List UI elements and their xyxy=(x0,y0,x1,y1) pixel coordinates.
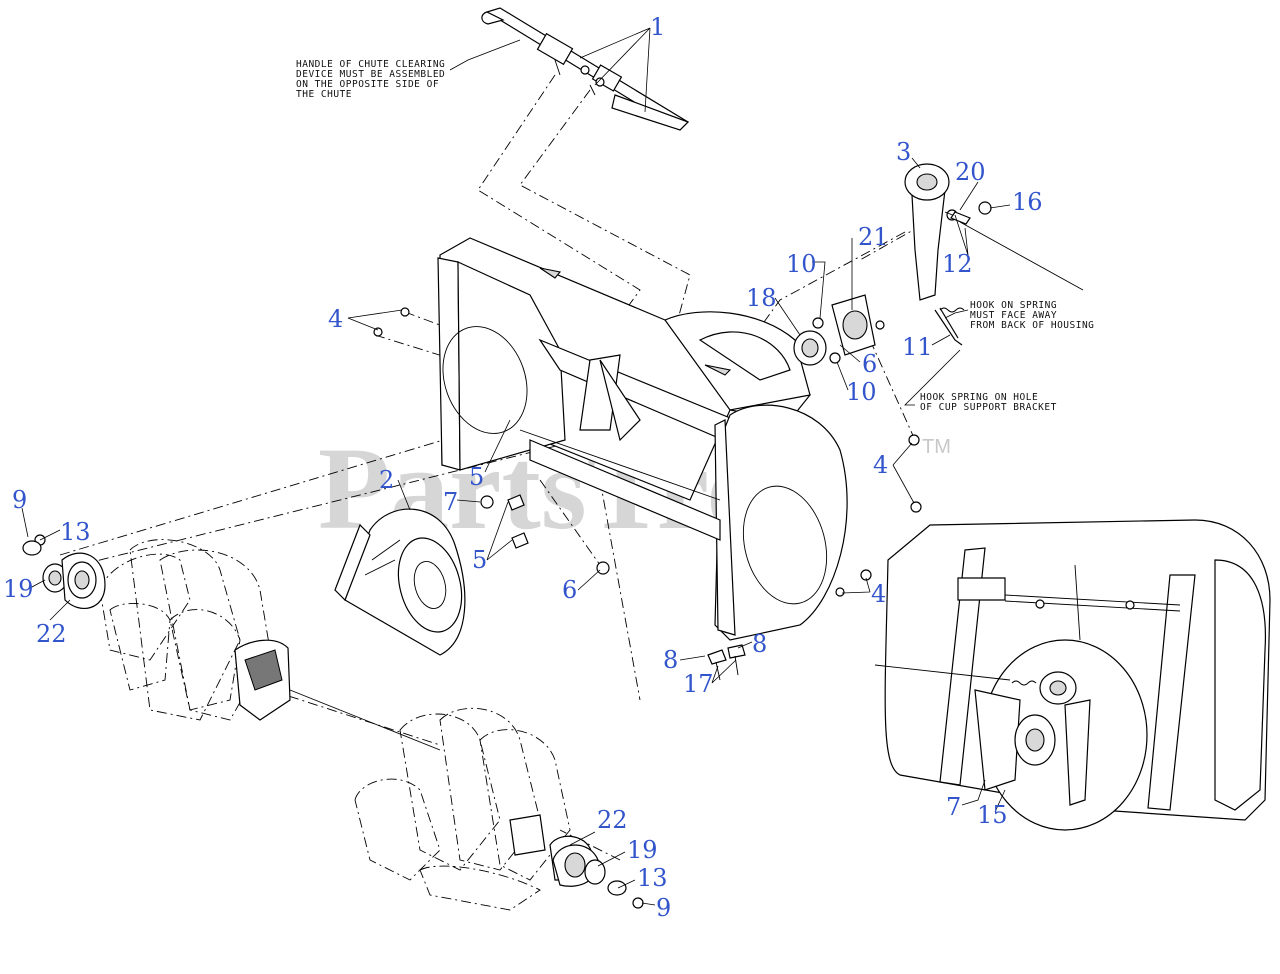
note-chute-line-2: DEVICE MUST BE ASSEMBLED xyxy=(296,69,445,80)
note-spring-face-line-2: MUST FACE AWAY xyxy=(970,310,1057,321)
callout-1: 1 xyxy=(650,13,665,41)
left-hub-parts xyxy=(22,534,106,609)
note-spring-hole-line-2: OF CUP SUPPORT BRACKET xyxy=(920,402,1057,413)
callout-5-upper: 5 xyxy=(469,463,484,491)
note-chute-line-3: ON THE OPPOSITE SIDE OF xyxy=(296,79,439,90)
callout-2: 2 xyxy=(379,466,394,494)
callout-11: 11 xyxy=(902,333,933,361)
callout-22-right: 22 xyxy=(597,806,628,834)
note-spring-hook-hole: HOOK SPRING ON HOLE OF CUP SUPPORT BRACK… xyxy=(904,349,1057,413)
watermark-trademark: TM xyxy=(922,436,951,458)
callout-10-lower: 10 xyxy=(846,378,877,406)
note-chute-line-4: THE CHUTE xyxy=(296,89,352,100)
note-chute-handle: HANDLE OF CHUTE CLEARING DEVICE MUST BE … xyxy=(296,39,521,100)
callout-12: 12 xyxy=(942,250,973,278)
callout-leaders xyxy=(21,27,1011,906)
callout-10-upper: 10 xyxy=(786,250,817,278)
callout-4-lower-right: 4 xyxy=(871,580,886,608)
callout-3: 3 xyxy=(896,138,911,166)
callout-8-left: 8 xyxy=(663,646,678,674)
note-chute-line-1: HANDLE OF CHUTE CLEARING xyxy=(296,59,445,70)
small-hardware xyxy=(480,434,922,681)
callout-21: 21 xyxy=(858,223,889,251)
callout-13-left: 13 xyxy=(60,518,91,546)
bearing-plate-parts xyxy=(373,294,885,366)
callout-22-left: 22 xyxy=(36,620,67,648)
callout-6-upper: 6 xyxy=(862,350,877,378)
callout-9-left: 9 xyxy=(12,486,27,514)
rear-housing-inset xyxy=(874,519,1271,831)
callout-15: 15 xyxy=(977,801,1008,829)
callout-19-left: 19 xyxy=(3,575,34,603)
chute-clearing-tool xyxy=(481,7,690,131)
note-spring-hole-line-1: HOOK SPRING ON HOLE xyxy=(920,392,1038,403)
left-auger-assembly xyxy=(99,539,441,751)
note-spring-hook-face: HOOK ON SPRING MUST FACE AWAY FROM BACK … xyxy=(944,300,1094,331)
note-spring-face-line-3: FROM BACK OF HOUSING xyxy=(970,320,1094,331)
callout-18: 18 xyxy=(746,284,777,312)
auger-housing xyxy=(437,237,848,641)
callout-5-lower: 5 xyxy=(472,546,487,574)
callout-20: 20 xyxy=(955,158,986,186)
callout-17: 17 xyxy=(683,670,714,698)
callout-16: 16 xyxy=(1012,188,1043,216)
right-hub-parts xyxy=(552,844,644,909)
note-spring-face-line-1: HOOK ON SPRING xyxy=(970,300,1057,311)
callout-19-right: 19 xyxy=(627,836,658,864)
callout-9-right: 9 xyxy=(656,894,671,922)
callout-7-housing: 7 xyxy=(443,488,458,516)
callout-4-upper-left: 4 xyxy=(328,305,343,333)
callout-13-right: 13 xyxy=(637,864,668,892)
right-auger-assembly xyxy=(354,707,593,911)
callout-7-inset: 7 xyxy=(946,793,961,821)
callout-6-lower: 6 xyxy=(562,576,577,604)
gear-case xyxy=(334,508,466,656)
callout-8-right: 8 xyxy=(752,630,767,658)
idler-pulley-bracket xyxy=(904,163,1084,346)
callout-4-right: 4 xyxy=(873,451,888,479)
callouts: 1 3 20 16 21 10 12 18 4 6 11 10 5 2 4 7 … xyxy=(3,13,1043,922)
